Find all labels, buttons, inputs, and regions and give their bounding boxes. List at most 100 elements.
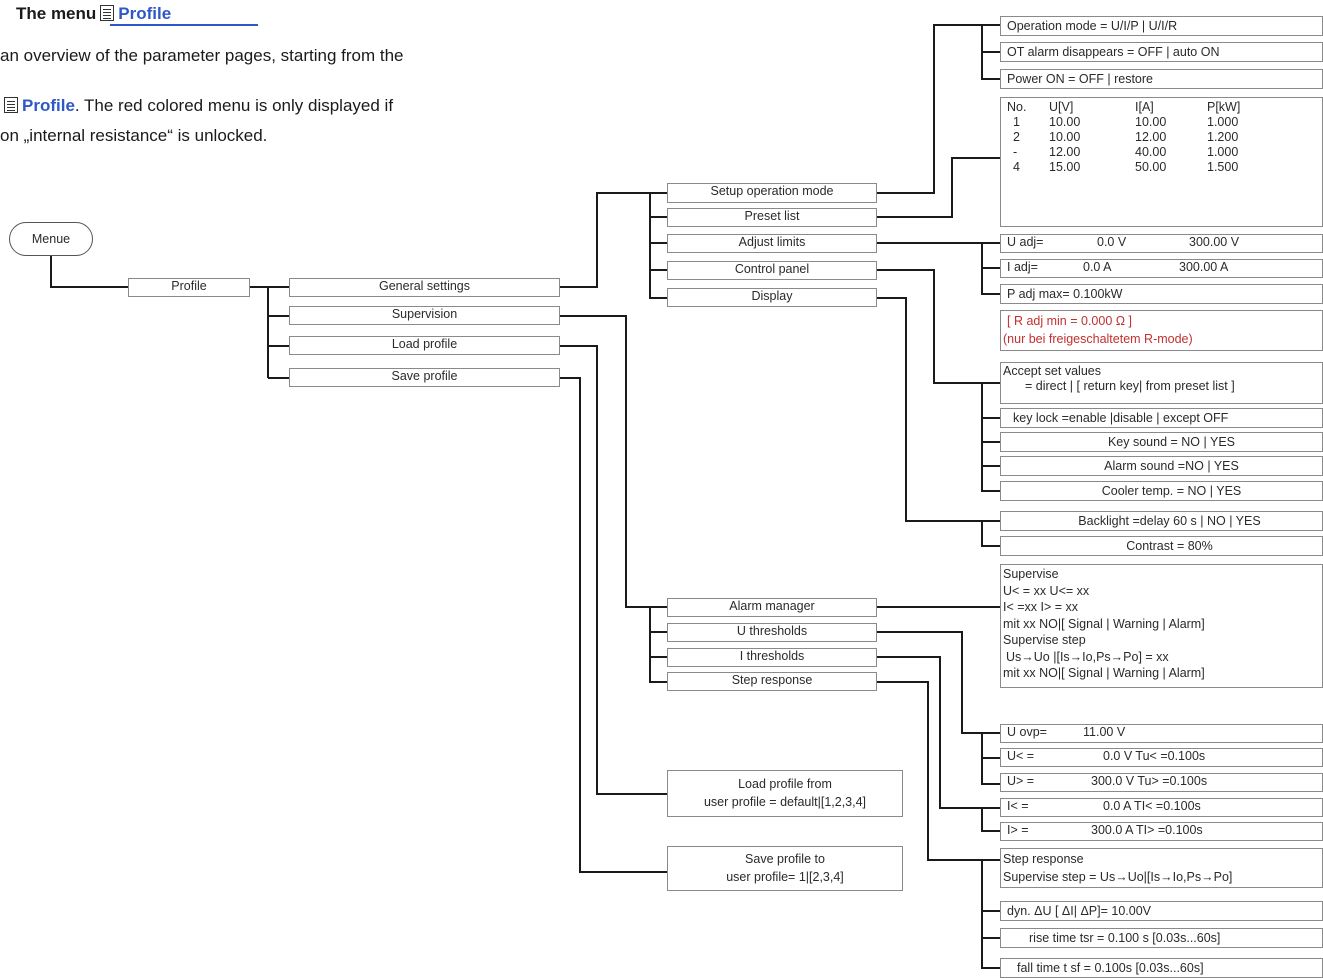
key-sound-option[interactable]: Key sound = NO | YES bbox=[1000, 432, 1323, 452]
i-low-row[interactable]: I< = 0.0 A TI< =0.100s bbox=[1000, 798, 1323, 817]
i-adj-row[interactable]: I adj= 0.0 A 300.00 A bbox=[1000, 259, 1323, 278]
document-icon bbox=[4, 97, 18, 113]
preset-cell: 12.00 bbox=[1135, 130, 1167, 144]
profile-heading-link[interactable]: Profile bbox=[118, 4, 172, 23]
rise-time-row[interactable]: rise time tsr = 0.100 s [0.03s...60s] bbox=[1000, 928, 1323, 948]
adjust-limits-node[interactable]: Adjust limits bbox=[667, 234, 877, 253]
display-node[interactable]: Display bbox=[667, 288, 877, 307]
alarm-line: Us→Uo |[Is→Io,Ps→Po] = xx bbox=[1006, 649, 1169, 664]
operation-mode-option[interactable]: Operation mode = U/I/P | U/I/R bbox=[1000, 16, 1323, 36]
key-lock-option[interactable]: key lock =enable |disable | except OFF bbox=[1000, 408, 1323, 428]
p-adj-row[interactable]: P adj max= 0.100kW bbox=[1000, 284, 1323, 304]
r-mode-note: (nur bei freigeschaltetem R-mode) bbox=[1003, 332, 1193, 346]
preset-cell: 50.00 bbox=[1135, 160, 1167, 174]
alarm-manager-settings[interactable]: Supervise U< = xx U<= xx I< =xx I> = xx … bbox=[1000, 564, 1323, 688]
preset-cell: 2 bbox=[1013, 130, 1020, 144]
load-profile-title: Load profile from bbox=[738, 777, 832, 791]
dyn-row[interactable]: dyn. ΔU [ ΔI| ΔP]= 10.00V bbox=[1000, 901, 1323, 921]
preset-cell: 1.200 bbox=[1207, 130, 1239, 144]
u-low-label: U< = bbox=[1007, 749, 1035, 763]
u-high-row[interactable]: U> = 300.0 V Tu> =0.100s bbox=[1000, 773, 1323, 792]
preset-cell: 1.000 bbox=[1207, 145, 1239, 159]
control-panel-node[interactable]: Control panel bbox=[667, 261, 877, 280]
preset-header-u: U[V] bbox=[1049, 100, 1074, 114]
profile-node[interactable]: Profile bbox=[128, 278, 250, 297]
u-adj-max: 300.00 V bbox=[1189, 235, 1240, 249]
u-adj-label: U adj= bbox=[1007, 235, 1044, 249]
step-response-supervise: Supervise step = Us→Uo|[Is→Io,Ps→Po] bbox=[1003, 870, 1233, 884]
alarm-manager-node[interactable]: Alarm manager bbox=[667, 598, 877, 617]
i-low-value: 0.0 A TI< =0.100s bbox=[1103, 799, 1201, 813]
u-ovp-value: 11.00 V bbox=[1083, 725, 1126, 739]
u-ovp-row[interactable]: U ovp= 11.00 V bbox=[1000, 724, 1323, 743]
ot-alarm-option[interactable]: OT alarm disappears = OFF | auto ON bbox=[1000, 42, 1323, 62]
preset-cell: 10.00 bbox=[1049, 130, 1081, 144]
preset-cell: 4 bbox=[1013, 160, 1020, 174]
preset-cell: 10.00 bbox=[1135, 115, 1167, 129]
alarm-line: Supervise bbox=[1003, 567, 1059, 581]
alarm-line: U< = xx U<= xx bbox=[1003, 583, 1090, 598]
i-high-row[interactable]: I> = 300.0 A TI> =0.100s bbox=[1000, 822, 1323, 841]
save-profile-settings[interactable]: Save profile to user profile= 1|[2,3,4] bbox=[667, 846, 903, 891]
preset-cell: 12.00 bbox=[1049, 145, 1081, 159]
step-response-settings[interactable]: Step response Supervise step = Us→Uo|[Is… bbox=[1000, 848, 1323, 888]
preset-cell: 1.000 bbox=[1207, 115, 1239, 129]
profile-inline-link[interactable]: Profile bbox=[22, 96, 75, 115]
i-adj-label: I adj= bbox=[1007, 260, 1038, 274]
u-low-value: 0.0 V Tu< =0.100s bbox=[1103, 749, 1206, 763]
preset-cell: 15.00 bbox=[1049, 160, 1081, 174]
power-on-option[interactable]: Power ON = OFF | restore bbox=[1000, 69, 1323, 89]
load-profile-node[interactable]: Load profile bbox=[289, 336, 560, 355]
alarm-line: mit xx NO|[ Signal | Warning | Alarm] bbox=[1003, 666, 1205, 680]
step-response-node[interactable]: Step response bbox=[667, 672, 877, 691]
setup-operation-mode-node[interactable]: Setup operation mode bbox=[667, 183, 877, 203]
preset-header-no: No. bbox=[1007, 100, 1027, 114]
fall-time-row[interactable]: fall time t sf = 0.100s [0.03s...60s] bbox=[1000, 958, 1323, 978]
heading-underline bbox=[110, 24, 258, 26]
alarm-line: mit xx NO|[ Signal | Warning | Alarm] bbox=[1003, 616, 1205, 631]
accept-choices: = direct | [ return key| from preset lis… bbox=[1025, 379, 1235, 393]
save-profile-title: Save profile to bbox=[745, 852, 825, 866]
load-profile-settings[interactable]: Load profile from user profile = default… bbox=[667, 770, 903, 817]
backlight-option[interactable]: Backlight =delay 60 s | NO | YES bbox=[1000, 511, 1323, 531]
i-adj-min: 0.0 A bbox=[1083, 260, 1112, 274]
alarm-line: I< =xx I> = xx bbox=[1003, 600, 1079, 614]
preset-table: No. U[V] I[A] P[kW] 1 10.00 10.00 1.000 … bbox=[1000, 97, 1323, 227]
u-high-label: U> = bbox=[1007, 774, 1035, 788]
general-settings-node[interactable]: General settings bbox=[289, 278, 560, 297]
save-profile-node[interactable]: Save profile bbox=[289, 368, 560, 387]
preset-cell: 1.500 bbox=[1207, 160, 1239, 174]
section-heading-prefix: The menu bbox=[16, 4, 97, 23]
preset-cell: 10.00 bbox=[1049, 115, 1081, 129]
cooler-temp-option[interactable]: Cooler temp. = NO | YES bbox=[1000, 481, 1323, 501]
u-thresholds-node[interactable]: U thresholds bbox=[667, 623, 877, 642]
preset-list-node[interactable]: Preset list bbox=[667, 208, 877, 227]
preset-header-i: I[A] bbox=[1135, 100, 1154, 114]
accept-set-values-option[interactable]: Accept set values = direct | [ return ke… bbox=[1000, 362, 1323, 404]
i-thresholds-node[interactable]: I thresholds bbox=[667, 648, 877, 667]
preset-header-p: P[kW] bbox=[1207, 100, 1241, 114]
load-profile-choice: user profile = default|[1,2,3,4] bbox=[703, 795, 867, 809]
contrast-option[interactable]: Contrast = 80% bbox=[1000, 536, 1323, 556]
document-icon bbox=[100, 5, 115, 21]
i-low-label: I< = bbox=[1007, 799, 1029, 813]
u-low-row[interactable]: U< = 0.0 V Tu< =0.100s bbox=[1000, 748, 1323, 767]
preset-cell: 40.00 bbox=[1135, 145, 1167, 159]
alarm-sound-option[interactable]: Alarm sound =NO | YES bbox=[1000, 456, 1323, 476]
menue-root-node[interactable]: Menue bbox=[9, 222, 93, 256]
r-adj-min: [ R adj min = 0.000 Ω ] bbox=[1007, 314, 1133, 328]
i-high-label: I> = bbox=[1007, 823, 1029, 837]
u-high-value: 300.0 V Tu> =0.100s bbox=[1091, 774, 1208, 788]
intro-line-1: an overview of the parameter pages, star… bbox=[0, 46, 404, 65]
section-heading: The menu Profile bbox=[16, 4, 171, 24]
u-ovp-label: U ovp= bbox=[1007, 725, 1047, 739]
i-adj-max: 300.00 A bbox=[1179, 260, 1229, 274]
supervision-node[interactable]: Supervision bbox=[289, 306, 560, 325]
r-adj-row-red[interactable]: [ R adj min = 0.000 Ω ] (nur bei freiges… bbox=[1000, 310, 1323, 351]
i-high-value: 300.0 A TI> =0.100s bbox=[1091, 823, 1203, 837]
alarm-line: Supervise step bbox=[1003, 633, 1086, 647]
intro-line-3: on „internal resistance“ is unlocked. bbox=[0, 126, 268, 145]
preset-cell: 1 bbox=[1013, 115, 1020, 129]
